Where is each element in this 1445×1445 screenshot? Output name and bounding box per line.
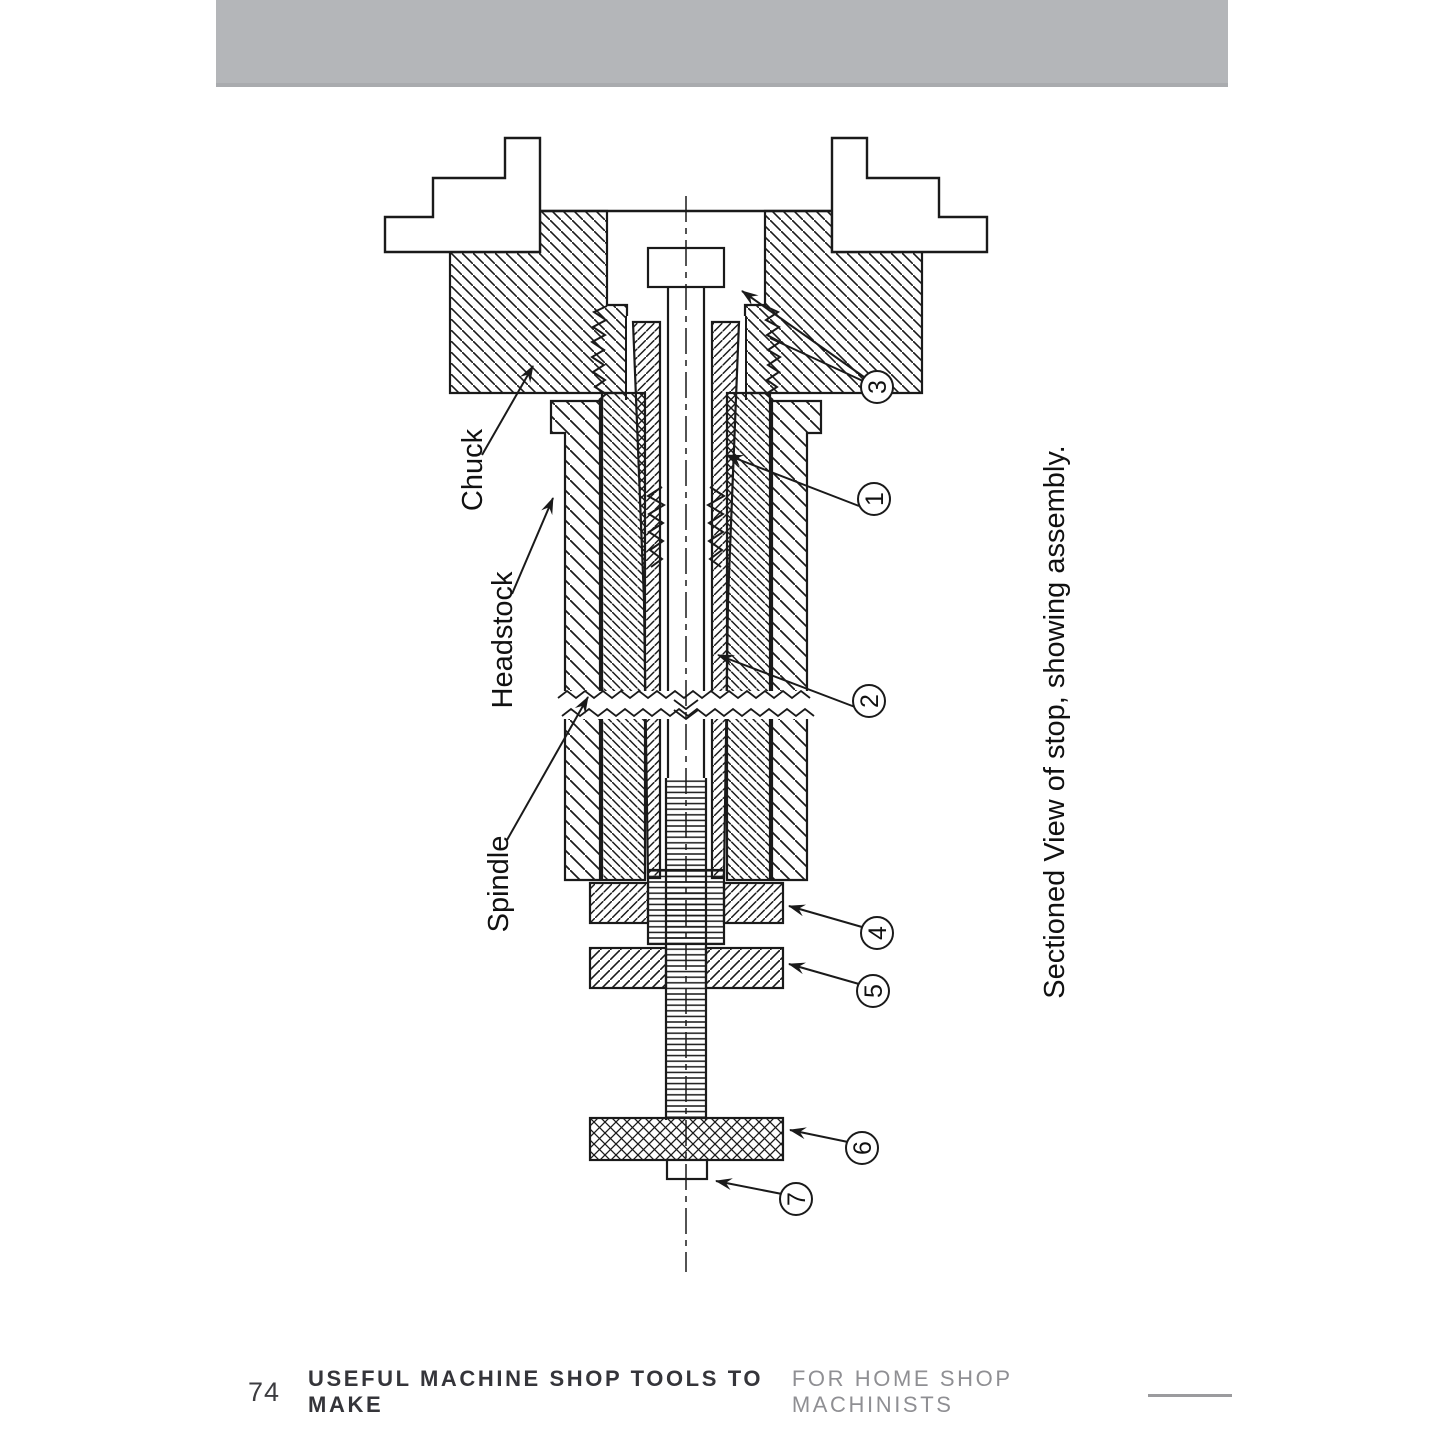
book-subtitle: FOR HOME SHOP MACHINISTS	[791, 1366, 1013, 1417]
headstock-spindle	[549, 320, 823, 882]
callout-1: 1	[857, 482, 891, 516]
chuck-jaw-left	[383, 136, 542, 254]
callout-1-number: 1	[861, 492, 889, 506]
label-chuck: Chuck	[457, 428, 489, 511]
callout-2-number: 2	[856, 694, 884, 708]
label-headstock: Headstock	[487, 571, 519, 709]
headstock-wall-right	[770, 399, 823, 882]
callout-4-number: 4	[864, 926, 892, 940]
callout-3-leader	[741, 290, 865, 378]
callout-3-number: 3	[864, 380, 892, 394]
callout-2: 2	[852, 684, 886, 718]
callout-7-leader	[715, 1178, 783, 1195]
lock-disc-right	[704, 946, 785, 990]
label-spindle: Spindle	[483, 836, 515, 933]
book-title: USEFUL MACHINE SHOP TOOLS TO MAKE	[308, 1366, 764, 1417]
headstock-leader	[511, 497, 554, 595]
spindle-leader	[506, 696, 589, 841]
callout-5-leader	[788, 962, 860, 985]
stop-body-left	[588, 881, 650, 925]
headstock-wall-left	[549, 399, 602, 882]
callout-3-leader-b	[769, 337, 864, 382]
callout-7: 7	[779, 1182, 813, 1216]
chuck-jaws	[383, 136, 989, 254]
callout-6: 6	[845, 1131, 879, 1165]
callout-4: 4	[860, 916, 894, 950]
stop-body-right	[722, 881, 785, 925]
spindle-wall-left	[600, 391, 647, 882]
callout-3: 3	[860, 370, 894, 404]
callout-7-number: 7	[783, 1192, 811, 1206]
diagram-labels: Chuck Headstock Spindle Sectioned View o…	[457, 428, 1071, 998]
callout-4-leader	[788, 904, 863, 928]
jam-nut	[665, 1158, 709, 1181]
chuck-jaw-right	[830, 136, 989, 254]
footer-rule	[1148, 1393, 1232, 1397]
figure-caption: Sectioned View of stop, showing assembly…	[1039, 445, 1071, 998]
lock-disc-left	[588, 946, 668, 990]
callout-1-leader	[726, 454, 860, 507]
page-number: 74	[248, 1376, 281, 1407]
page-footer: 74 USEFUL MACHINE SHOP TOOLS TO MAKE FOR…	[0, 1366, 1445, 1417]
callout-6-number: 6	[849, 1141, 877, 1155]
callout-2-leader	[717, 654, 856, 708]
callout-5: 5	[856, 974, 890, 1008]
callout-5-number: 5	[860, 984, 888, 998]
chuck-leader	[481, 365, 534, 456]
callout-balloons: 1 2 3 4 5 6 7	[779, 370, 894, 1216]
leader-lines	[481, 290, 865, 1195]
callout-6-leader	[789, 1127, 849, 1143]
stop-assembly-parts	[588, 881, 785, 1181]
rod-break-chevrons	[673, 699, 699, 721]
page-header-bar	[216, 0, 1228, 87]
collet-left	[631, 320, 662, 880]
